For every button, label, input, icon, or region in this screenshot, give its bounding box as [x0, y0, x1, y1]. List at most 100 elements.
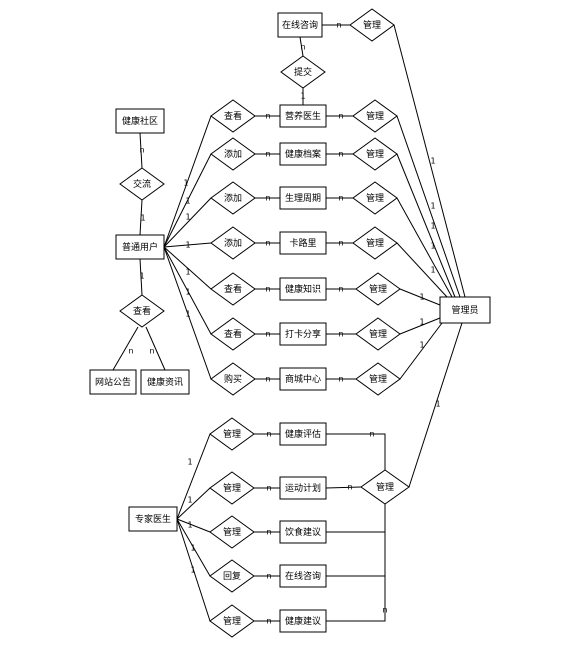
connector-line: [163, 153, 212, 248]
entity-normal-user: 普通用户: [115, 234, 165, 260]
cardinality-label: n: [336, 21, 341, 30]
cardinality-label: 1: [430, 202, 435, 211]
relationship-rel-manage-diet: 管理: [209, 515, 255, 549]
entity-label: 商城中心: [285, 373, 321, 385]
relationship-rel-manage-advice: 管理: [209, 604, 255, 638]
cardinality-label: n: [338, 150, 343, 159]
cardinality-label: n: [266, 528, 271, 537]
connector-line: [163, 246, 212, 380]
entity-label: 运动计划: [285, 482, 321, 494]
cardinality-label: n: [265, 194, 270, 203]
cardinality-label: 1: [187, 496, 192, 505]
connector-line: [176, 433, 211, 520]
entity-label: 健康知识: [285, 283, 321, 295]
cardinality-label: 1: [419, 341, 424, 350]
cardinality-label: n: [265, 330, 270, 339]
cardinality-label: n: [266, 484, 271, 493]
relationship-rel-exchange: 交流: [119, 167, 165, 201]
relationship-label: 查看: [133, 305, 151, 317]
connector-line: [326, 532, 386, 577]
cardinality-label: 1: [185, 268, 190, 277]
entity-label: 在线咨询: [282, 19, 318, 31]
cardinality-label: 1: [419, 318, 424, 327]
relationship-label: 管理: [366, 192, 384, 204]
relationship-rel-submit: 提交: [280, 55, 326, 89]
entity-site-notice: 网站公告: [89, 369, 137, 395]
nodes-layer: 在线咨询健康社区营养医生健康档案生理周期卡路里健康知识打卡分享商城中心普通用户管…: [89, 8, 491, 638]
connector-line: [396, 242, 448, 298]
entity-mall-center: 商城中心: [279, 367, 327, 391]
cardinality-label: 1: [185, 197, 190, 206]
cardinality-label: n: [338, 239, 343, 248]
cardinality-label: 1: [183, 179, 188, 188]
relationship-label: 查看: [224, 283, 242, 295]
cardinality-label: n: [300, 43, 305, 52]
relationship-label: 管理: [223, 615, 241, 627]
entity-label: 饮食建议: [285, 526, 321, 538]
entity-nutritionist: 营养医生: [279, 104, 327, 128]
cardinality-label: n: [338, 285, 343, 294]
cardinality-label: 1: [300, 92, 305, 101]
relationship-label: 管理: [223, 428, 241, 440]
entity-label: 健康资讯: [147, 376, 183, 388]
relationship-rel-view-checkin: 查看: [210, 317, 256, 351]
connector-line: [326, 576, 386, 622]
cardinality-label: n: [338, 375, 343, 384]
relationship-label: 管理: [223, 526, 241, 538]
connector-line: [163, 242, 212, 248]
cardinality-label: n: [382, 606, 387, 615]
cardinality-label: n: [265, 285, 270, 294]
cardinality-label: 1: [185, 310, 190, 319]
relationship-label: 管理: [369, 373, 387, 385]
entity-label: 专家医生: [135, 513, 171, 525]
cardinality-label: n: [128, 347, 133, 356]
cardinality-label: n: [266, 430, 271, 439]
relationship-label: 管理: [366, 148, 384, 160]
cardinality-label: n: [265, 239, 270, 248]
cardinality-label: n: [338, 112, 343, 121]
relationship-rel-manage-cycle: 管理: [352, 181, 398, 215]
entity-label: 管理员: [451, 304, 478, 316]
entity-online-consult-top: 在线咨询: [277, 12, 323, 38]
entity-label: 普通用户: [122, 241, 158, 253]
cardinality-label: n: [347, 483, 352, 492]
cardinality-label: n: [265, 375, 270, 384]
cardinality-label: 1: [419, 293, 424, 302]
cardinality-label: n: [265, 112, 270, 121]
relationship-rel-manage-exercise: 管理: [209, 471, 255, 505]
connector-line: [399, 317, 441, 335]
connector-line: [112, 326, 139, 371]
entity-online-consult-bottom: 在线咨询: [279, 564, 327, 588]
cardinality-label: 1: [190, 544, 195, 553]
entity-health-record: 健康档案: [279, 142, 327, 166]
entity-label: 健康建议: [285, 615, 321, 627]
connector-line: [163, 246, 212, 335]
relationship-label: 管理: [369, 328, 387, 340]
entity-label: 生理周期: [285, 192, 321, 204]
relationship-label: 添加: [224, 193, 242, 204]
relationship-label: 管理: [376, 481, 394, 493]
cardinality-label: n: [266, 617, 271, 626]
connector-line: [408, 322, 463, 488]
connector-line: [139, 199, 143, 236]
relationship-rel-manage-assessment: 管理: [209, 417, 255, 451]
relationship-rel-view-knowledge: 查看: [210, 272, 256, 306]
connector-line: [139, 132, 143, 169]
relationship-rel-manage-knowledge: 管理: [355, 272, 401, 306]
entity-label: 营养医生: [285, 110, 321, 122]
entity-diet-advice: 饮食建议: [279, 520, 327, 544]
entity-calorie: 卡路里: [279, 231, 327, 255]
relationship-rel-manage-checkin: 管理: [355, 317, 401, 351]
cardinality-label: 1: [187, 521, 192, 530]
connector-line: [399, 322, 443, 380]
cardinality-label: 1: [187, 458, 192, 467]
entity-health-assessment: 健康评估: [279, 422, 327, 446]
cardinality-label: n: [265, 150, 270, 159]
connector-line: [399, 288, 441, 306]
cardinality-label: 1: [430, 157, 435, 166]
connector-line: [176, 487, 211, 520]
cardinality-label: 1: [430, 222, 435, 231]
connector-line: [326, 504, 386, 533]
connector-line: [176, 518, 211, 622]
relationship-label: 提交: [294, 66, 312, 78]
